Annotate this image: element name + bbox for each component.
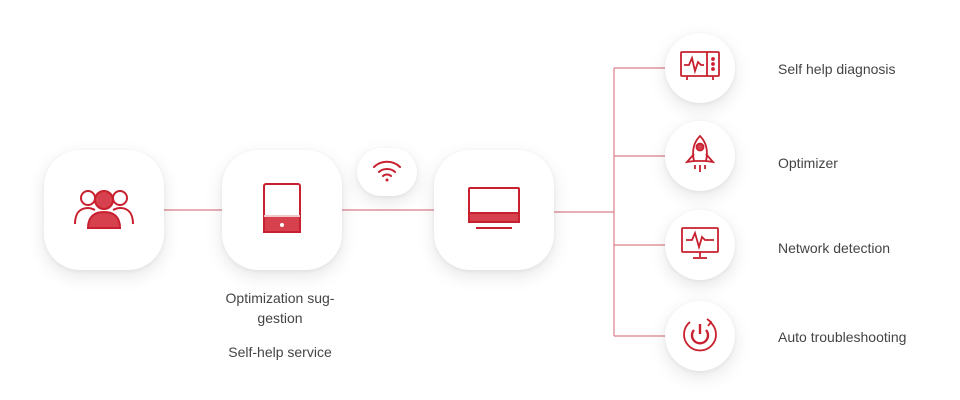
- network-monitor-icon: [680, 226, 720, 265]
- router-card: [434, 150, 554, 270]
- feature-card-diagnosis: [665, 33, 735, 103]
- feature-card-troubleshooting: [665, 301, 735, 371]
- rocket-icon: [682, 134, 718, 179]
- caption-line: gestion: [257, 310, 303, 326]
- feature-label: Auto troubleshooting: [778, 329, 907, 345]
- feature-label: Self help diagnosis: [778, 61, 896, 77]
- mobile-app-icon: [262, 182, 302, 239]
- self-help-caption: Self-help service: [228, 344, 332, 360]
- users-icon: [72, 184, 136, 237]
- users-card: [44, 150, 164, 270]
- monitor-icon: [466, 185, 522, 236]
- app-caption: Optimization sug- gestion: [200, 288, 360, 328]
- feature-card-network: [665, 210, 735, 280]
- wifi-icon: [372, 158, 402, 187]
- wifi-card: [357, 148, 417, 196]
- feature-card-optimizer: [665, 121, 735, 191]
- power-refresh-icon: [680, 314, 720, 359]
- feature-label: Network detection: [778, 240, 891, 256]
- app-card: [222, 150, 342, 270]
- diagnosis-device-icon: [679, 50, 721, 87]
- caption-line: Optimization sug-: [225, 290, 335, 306]
- feature-label: Optimizer: [778, 155, 838, 171]
